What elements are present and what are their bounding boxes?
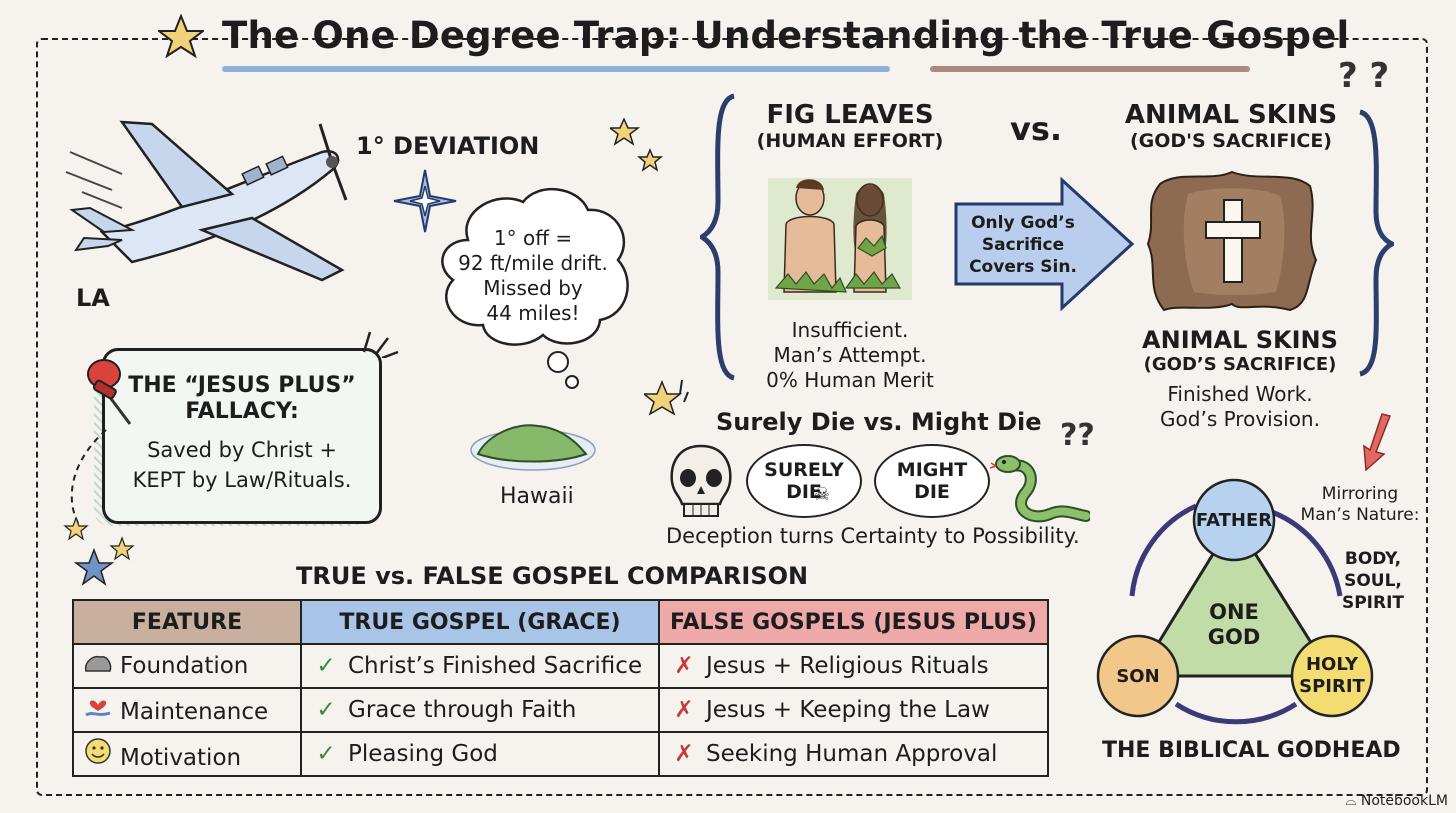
thought-cloud bbox=[441, 188, 629, 389]
snake-question-icon: ?? bbox=[1060, 418, 1095, 453]
false-cell: ✗Jesus + Religious Rituals bbox=[658, 643, 1049, 689]
deviation-label: 1° DEVIATION bbox=[356, 132, 540, 160]
false-cell: ✗Seeking Human Approval bbox=[658, 731, 1049, 777]
true-cell: ✓Pleasing God bbox=[300, 731, 660, 777]
check-icon: ✓ bbox=[316, 653, 336, 679]
title-underline-blue bbox=[222, 66, 890, 72]
godhead-title: THE BIBLICAL GODHEAD bbox=[1102, 738, 1401, 763]
true-cell: ✓Grace through Faith bbox=[300, 687, 660, 733]
heart-hand-icon bbox=[84, 695, 112, 725]
might-text: MIGHT bbox=[896, 459, 968, 481]
star-spark-icon bbox=[644, 379, 689, 416]
fig-title: FIG LEAVES bbox=[766, 100, 934, 130]
cross-icon: ✗ bbox=[674, 697, 694, 723]
comparison-table: FEATURE TRUE GOSPEL (GRACE) FALSE GOSPEL… bbox=[72, 599, 1049, 777]
skins-subtitle-2: (GOD’S SACRIFICE) bbox=[1143, 354, 1337, 375]
right-brace-icon bbox=[1359, 109, 1394, 377]
header-feature: FEATURE bbox=[72, 599, 302, 645]
star-icon bbox=[158, 14, 204, 58]
pushpin-icon bbox=[87, 359, 132, 425]
skins-captions: Finished Work. God’s Provision. bbox=[1160, 382, 1320, 431]
versus-label: vs. bbox=[1010, 110, 1063, 148]
fallacy-body: Saved by Christ + bbox=[147, 438, 337, 462]
check-icon: ✓ bbox=[316, 741, 336, 767]
dashed-frame bbox=[36, 38, 1428, 796]
trinity-diagram bbox=[1096, 478, 1374, 725]
fig-subtitle: (HUMAN EFFORT) bbox=[756, 130, 944, 152]
compass-star-icon bbox=[393, 169, 457, 233]
fig-heading: FIG LEAVES (HUMAN EFFORT) bbox=[752, 100, 948, 152]
surely-die-text: DIE bbox=[786, 481, 822, 503]
left-brace-icon bbox=[700, 93, 735, 381]
cross-icon: ✗ bbox=[674, 653, 694, 679]
father-node: FATHER bbox=[1195, 510, 1273, 531]
table-row: Maintenance ✓Grace through Faith ✗Jesus … bbox=[72, 687, 1049, 733]
island-icon bbox=[470, 424, 596, 471]
godhead-note: Mirroring Man’s Nature: bbox=[1300, 484, 1420, 525]
question-marks-icon: ? ? bbox=[1338, 56, 1390, 96]
arrow-text: Only God’s Sacrifice Covers Sin. bbox=[969, 213, 1077, 277]
smiley-icon bbox=[84, 737, 112, 771]
feature-cell: Motivation bbox=[72, 731, 302, 777]
skins-heading: ANIMAL SKINS (GOD'S SACRIFICE) bbox=[1118, 100, 1344, 152]
brand-text: NotebookLM bbox=[1360, 793, 1448, 809]
skins-title: ANIMAL SKINS bbox=[1124, 100, 1338, 130]
skins-title-2: ANIMAL SKINS bbox=[1142, 326, 1338, 354]
brand-logo: ⌓ NotebookLM bbox=[1345, 793, 1448, 809]
dashed-path-stars-icon bbox=[63, 429, 135, 586]
cross-icon: ✗ bbox=[674, 741, 694, 767]
table-row: Foundation ✓Christ’s Finished Sacrifice … bbox=[72, 643, 1049, 689]
feature-cell: Foundation bbox=[72, 643, 302, 689]
header-false-gospel: FALSE GOSPELS (JESUS PLUS) bbox=[658, 599, 1049, 645]
brand-icon: ⌓ bbox=[1345, 793, 1357, 809]
feature-cell: Maintenance bbox=[72, 687, 302, 733]
animal-skin-cross-icon bbox=[1146, 170, 1318, 312]
fallacy-title-2: FALLACY: bbox=[185, 399, 299, 424]
airplane-icon bbox=[65, 120, 348, 282]
table-row: Motivation ✓Pleasing God ✗Seeking Human … bbox=[72, 731, 1049, 777]
false-cell: ✗Jesus + Keeping the Law bbox=[658, 687, 1049, 733]
skins-subtitle: (GOD'S SACRIFICE) bbox=[1129, 130, 1332, 152]
big-arrow-icon bbox=[954, 176, 1135, 312]
spirit-node: HOLY SPIRIT bbox=[1299, 654, 1365, 697]
true-cell: ✓Christ’s Finished Sacrifice bbox=[300, 643, 660, 689]
skins-heading-2: ANIMAL SKINS (GOD’S SACRIFICE) bbox=[1134, 326, 1346, 375]
fallacy-card: THE “JESUS PLUS” FALLACY: Saved by Chris… bbox=[102, 348, 382, 524]
skull-icon bbox=[670, 444, 732, 517]
fallacy-body-2: KEPT by Law/Rituals. bbox=[132, 468, 352, 492]
one-god-center: ONE GOD bbox=[1207, 600, 1261, 649]
comparison-heading: TRUE vs. FALSE GOSPEL COMPARISON bbox=[296, 562, 809, 590]
origin-label: LA bbox=[76, 284, 110, 312]
skull-crossbones-icon: ☠ bbox=[814, 484, 831, 505]
adam-eve-figures-icon bbox=[768, 178, 912, 300]
page-title: The One Degree Trap: Understanding the T… bbox=[222, 14, 1350, 57]
die-heading: Surely Die vs. Might Die bbox=[716, 408, 1042, 436]
header-true-gospel: TRUE GOSPEL (GRACE) bbox=[300, 599, 660, 645]
godhead-nature: BODY, SOUL, SPIRIT bbox=[1341, 549, 1405, 613]
rock-icon bbox=[84, 653, 112, 679]
fallacy-title: THE “JESUS PLUS” bbox=[128, 373, 356, 398]
stars-decoration-icon bbox=[610, 118, 664, 172]
fig-captions: Insufficient. Man’s Attempt. 0% Human Me… bbox=[766, 318, 934, 392]
son-node: SON bbox=[1116, 666, 1160, 687]
thought-text: 1° off = 92 ft/mile drift. Missed by 44 … bbox=[458, 226, 608, 325]
red-arrow-icon bbox=[1363, 413, 1392, 472]
destination-label: Hawaii bbox=[500, 484, 574, 509]
snake-icon bbox=[990, 455, 1090, 523]
check-icon: ✓ bbox=[316, 697, 336, 723]
surely-text: SURELY bbox=[764, 459, 844, 481]
title-underline-brown bbox=[930, 66, 1250, 72]
emphasis-lines-icon bbox=[362, 331, 399, 358]
might-die-text: DIE bbox=[914, 481, 950, 503]
die-caption: Deception turns Certainty to Possibility… bbox=[666, 524, 1080, 548]
